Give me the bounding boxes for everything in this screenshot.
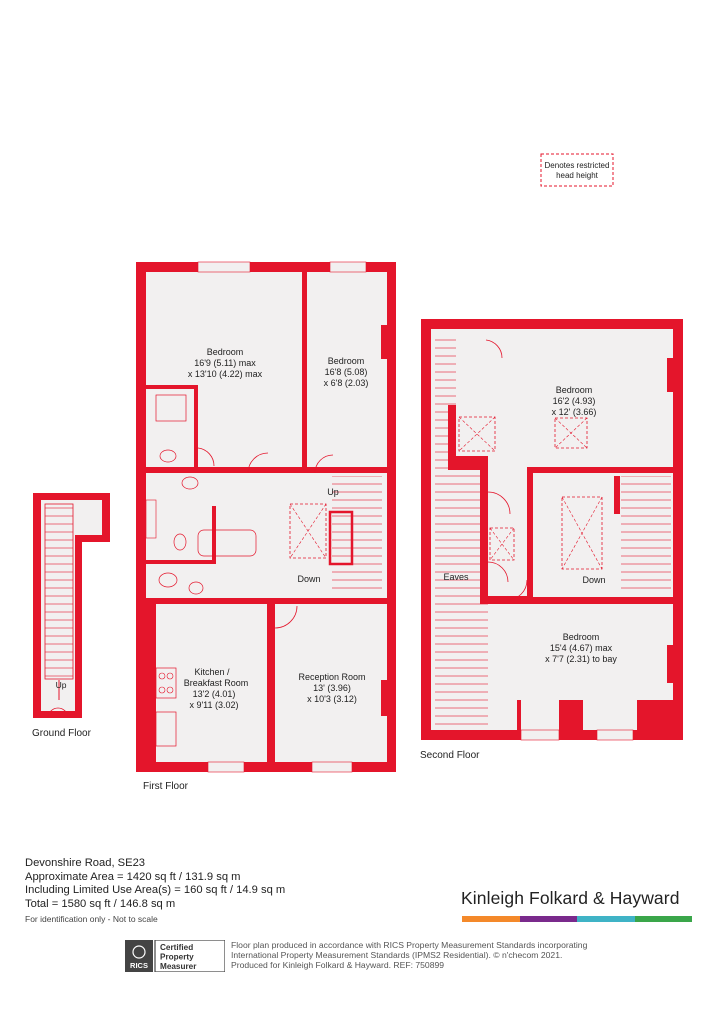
bedroom-2-dim1: 16'8 (5.08) xyxy=(325,367,368,377)
bedroom-3-dim1: 16'2 (4.93) xyxy=(553,396,596,406)
rics-short: RICS xyxy=(130,961,148,970)
ground-floor-plan: Up Ground Floor xyxy=(32,493,110,739)
kitchen-dim2: x 9'11 (3.02) xyxy=(189,700,238,710)
reception-dim1: 13' (3.96) xyxy=(313,683,351,693)
bedroom-4-dim1: 15'4 (4.67) max xyxy=(550,643,613,653)
rics-line-2: Property xyxy=(160,953,194,962)
first-up-label: Up xyxy=(327,487,339,497)
second-down-label: Down xyxy=(582,575,605,585)
disclaimer-line-3: Produced for Kinleigh Folkard & Hayward.… xyxy=(231,960,445,971)
disclaimer-line-1: Floor plan produced in accordance with R… xyxy=(231,940,588,950)
bedroom-2-area xyxy=(307,272,387,467)
limited-use-area: Including Limited Use Area(s) = 160 sq f… xyxy=(25,884,286,897)
bedroom-3-area xyxy=(456,329,673,456)
ground-up-label: Up xyxy=(56,680,67,690)
kitchen-dim1: 13'2 (4.01) xyxy=(193,689,236,699)
rics-certified-logo: RICS Certified Property Measurer xyxy=(125,940,225,972)
approximate-area: Approximate Area = 1420 sq ft / 131.9 sq… xyxy=(25,870,241,883)
brand-bar-cyan xyxy=(577,916,635,922)
bedroom-2-dim2: x 6'8 (2.03) xyxy=(324,378,369,388)
bedroom-3-name: Bedroom xyxy=(556,385,593,395)
second-floor-plan xyxy=(421,319,683,741)
brand-color-bar xyxy=(462,916,692,922)
bedroom-1-area xyxy=(146,272,302,467)
bedroom-1-name: Bedroom xyxy=(207,347,244,357)
bedroom-4-name: Bedroom xyxy=(563,632,600,642)
reception-dim2: x 10'3 (3.12) xyxy=(307,694,357,704)
kitchen-area xyxy=(156,604,267,762)
disclaimer: Floor plan produced in accordance with R… xyxy=(231,940,651,971)
first-floor-plan xyxy=(136,261,396,773)
legend-text-2: head height xyxy=(556,171,599,180)
bedroom-1-dim1: 16'9 (5.11) max xyxy=(194,358,256,368)
first-down-label: Down xyxy=(297,574,320,584)
brand-bar-green xyxy=(634,916,692,922)
ground-floor-label: Ground Floor xyxy=(32,728,92,739)
rics-badge xyxy=(125,940,153,972)
agent-brand-name: Kinleigh Folkard & Hayward xyxy=(461,888,680,908)
rics-line-1: Certified xyxy=(160,943,193,952)
first-restricted-area xyxy=(289,503,327,559)
legend: Denotes restricted head height xyxy=(540,153,614,187)
kitchen-name-1: Kitchen / xyxy=(194,667,230,677)
brand-bar-purple xyxy=(519,916,577,922)
legend-text-1: Denotes restricted xyxy=(545,161,610,170)
ground-stairs xyxy=(45,504,73,679)
bedroom-4-dim2: x 7'7 (2.31) to bay xyxy=(545,654,617,664)
kitchen-name-2: Breakfast Room xyxy=(184,678,249,688)
property-info: Devonshire Road, SE23 Approximate Area =… xyxy=(25,857,285,927)
brand-bar-orange xyxy=(462,916,520,922)
eaves-label: Eaves xyxy=(443,572,469,582)
bedroom-1-dim2: x 13'10 (4.22) max xyxy=(188,369,263,379)
bedroom-3-dim2: x 12' (3.66) xyxy=(552,407,597,417)
scale-note: For identification only - Not to scale xyxy=(25,914,158,925)
first-floor-label: First Floor xyxy=(143,781,189,792)
rics-line-3: Measurer xyxy=(160,962,197,971)
reception-name: Reception Room xyxy=(298,672,365,682)
reception-area xyxy=(275,604,387,762)
second-floor-label: Second Floor xyxy=(420,750,480,761)
total-area: Total = 1580 sq ft / 146.8 sq m xyxy=(25,897,176,910)
legend-swatch xyxy=(540,153,614,187)
rics-emblem-icon xyxy=(132,945,146,959)
bedroom-2-name: Bedroom xyxy=(328,356,365,366)
property-address: Devonshire Road, SE23 xyxy=(25,857,146,869)
disclaimer-line-2: International Property Measurement Stand… xyxy=(231,950,563,961)
ground-door-swing xyxy=(47,707,69,719)
